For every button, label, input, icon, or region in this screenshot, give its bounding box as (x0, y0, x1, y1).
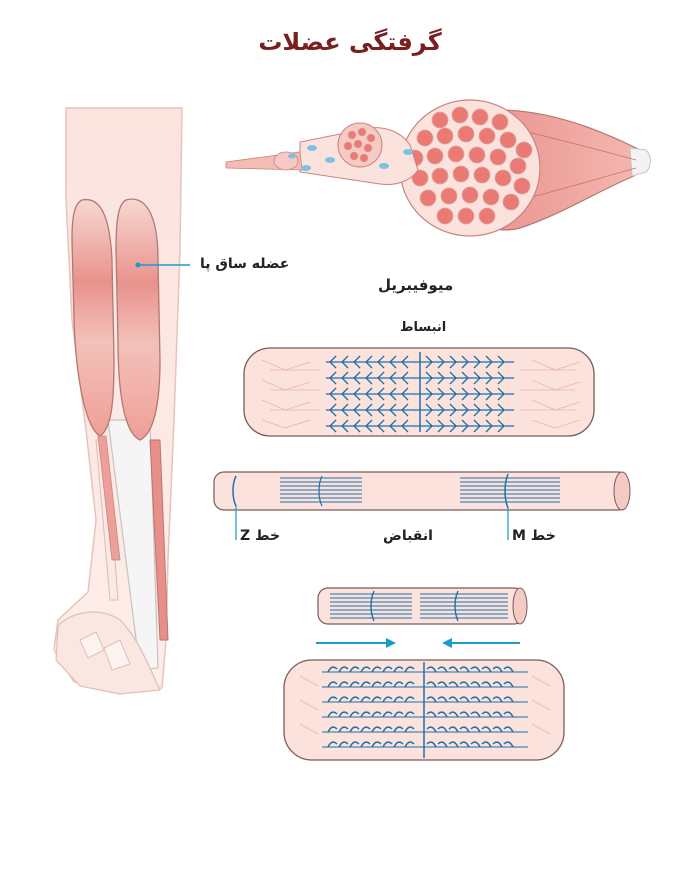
myofibril-label: میوفیبریل (378, 276, 454, 294)
myofibril-long-diagram (213, 471, 631, 540)
calf-muscle-label: عضله ساق پا (200, 256, 290, 272)
contraction-label: انقباض (383, 528, 433, 544)
myofibril-relaxed-diagram (243, 347, 595, 437)
myofibril-short-diagram (317, 587, 528, 625)
muscle-bundle-illustration (225, 99, 651, 237)
fascicle-cells (406, 106, 533, 225)
calf-muscle-left (71, 198, 115, 437)
z-line-label: خط Z (240, 528, 281, 544)
arrow-right-icon (386, 638, 396, 648)
arrow-left-icon (442, 638, 452, 648)
page-title: گرفتگی عضلات (258, 28, 442, 56)
contracted-filaments (322, 666, 528, 748)
relaxation-label: انبساط (400, 320, 447, 335)
long-filaments (280, 477, 560, 503)
calf-muscle-right (115, 198, 161, 441)
contraction-arrows (316, 638, 520, 648)
leg-illustration (53, 107, 183, 695)
myofibril-contracted-diagram (283, 659, 565, 761)
m-line-label: خط M (512, 528, 556, 544)
